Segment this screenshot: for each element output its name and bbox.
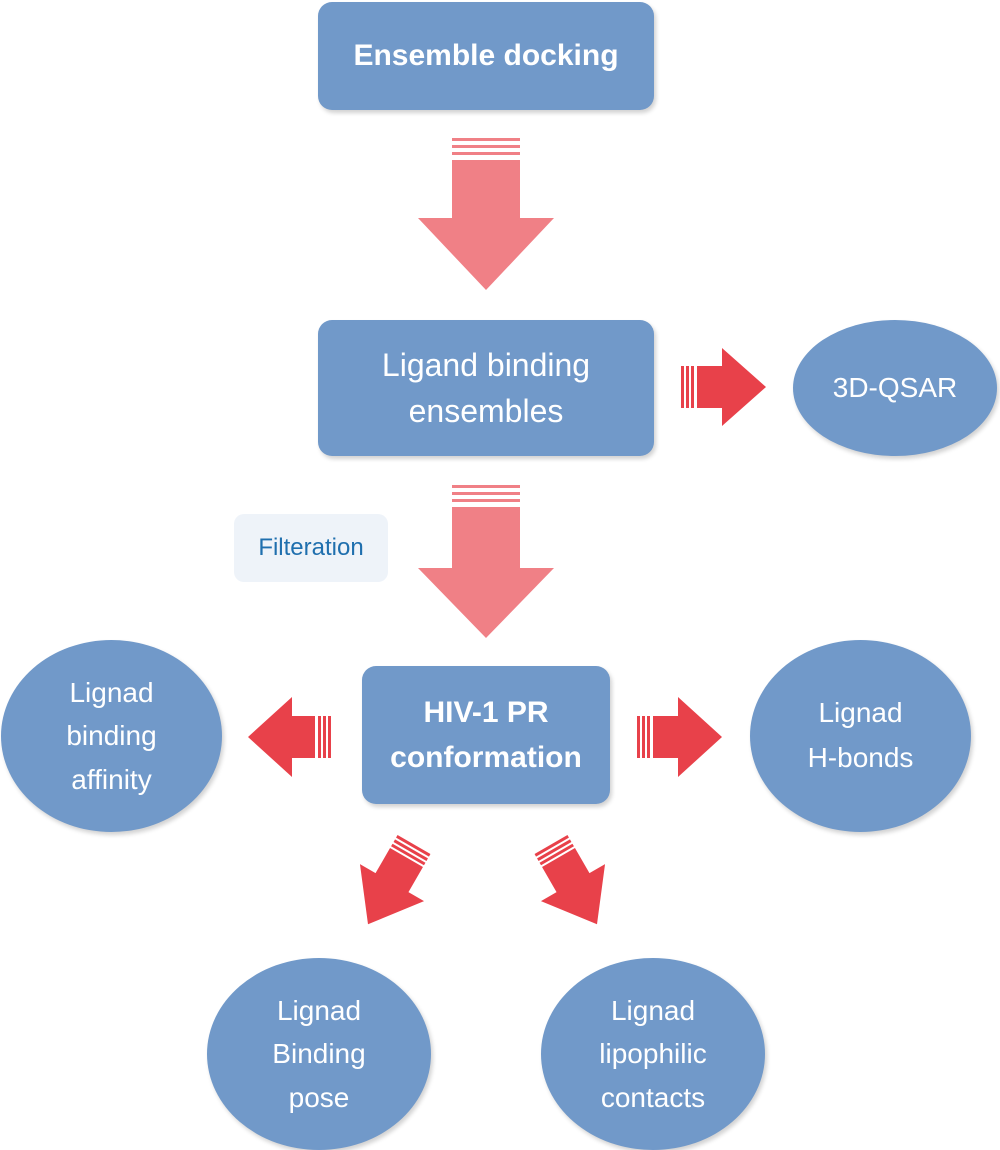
node-ensemble-docking: Ensemble docking: [318, 2, 654, 110]
node-ligand-binding-ensembles-label: Ligand binding ensembles: [381, 346, 591, 429]
node-hiv-pr-conformation: HIV-1 PR conformation: [362, 666, 610, 804]
node-3d-qsar-label: 3D-QSAR: [832, 372, 958, 403]
node-3d-qsar: 3D-QSAR: [793, 320, 997, 456]
node-binding-pose: Lignad Binding pose: [207, 958, 431, 1150]
node-h-bonds: Lignad H-bonds: [750, 640, 971, 832]
arrow-ensembles-to-qsar: [681, 348, 766, 426]
arrow-conformation-to-lipophilic: [534, 835, 606, 925]
node-ligand-binding-ensembles: Ligand binding ensembles: [318, 320, 654, 456]
arrow-conformation-to-affinity: [248, 697, 331, 777]
node-binding-affinity-label: Lignad binding affinity: [66, 676, 157, 795]
arrow-ensembles-to-conformation: [418, 485, 554, 638]
node-binding-pose-label: Lignad Binding pose: [272, 994, 366, 1113]
arrow-conformation-to-pose: [359, 835, 431, 925]
node-binding-affinity: Lignad binding affinity: [1, 640, 222, 832]
node-h-bonds-label: Lignad H-bonds: [807, 697, 914, 773]
edge-label-filteration-text: Filteration: [258, 534, 364, 561]
edge-label-filteration: Filteration: [234, 514, 388, 582]
node-ensemble-docking-label: Ensemble docking: [353, 39, 619, 72]
node-hiv-pr-conformation-label: HIV-1 PR conformation: [390, 696, 582, 774]
node-lipophilic-contacts-label: Lignad lipophilic contacts: [599, 994, 707, 1113]
arrow-conformation-to-hbonds: [637, 697, 722, 777]
arrow-docking-to-ensembles: [418, 138, 554, 290]
node-lipophilic-contacts: Lignad lipophilic contacts: [541, 958, 765, 1150]
